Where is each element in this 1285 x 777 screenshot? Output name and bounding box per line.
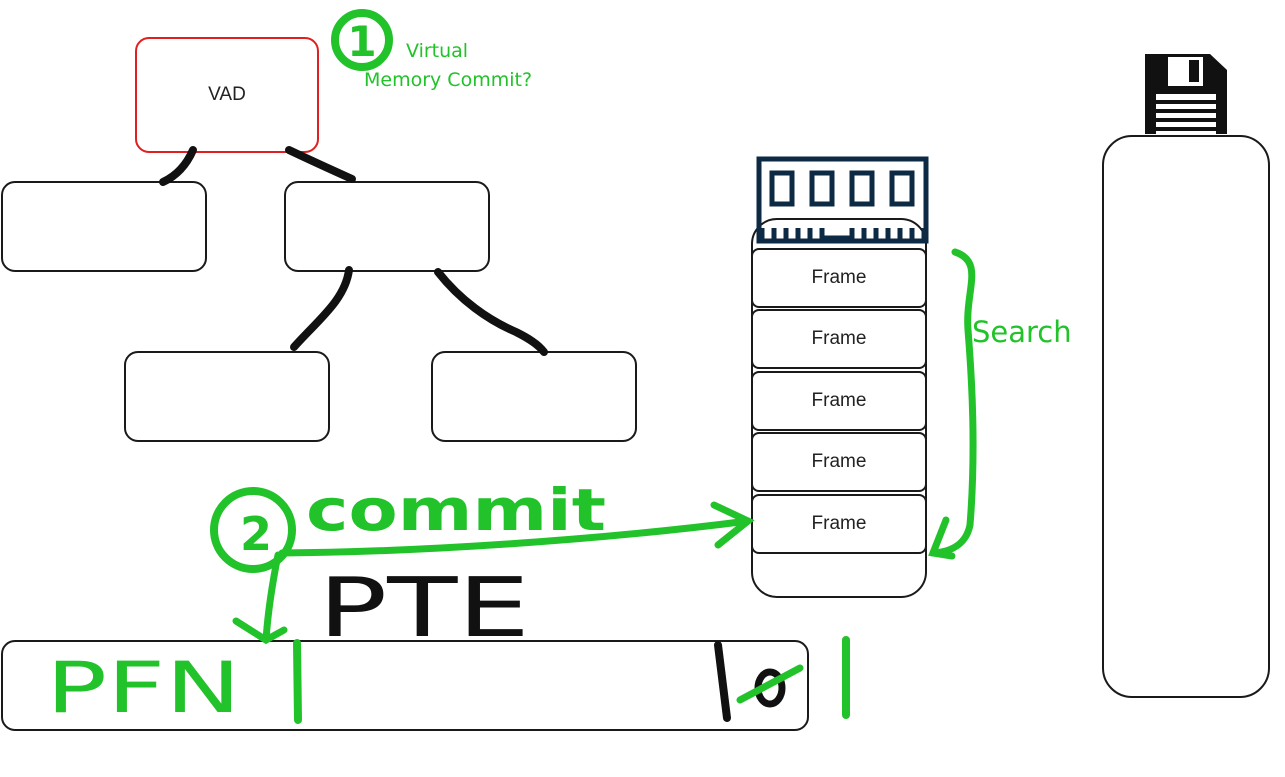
frame-label: Frame <box>811 513 867 534</box>
edge-root-left <box>159 146 197 186</box>
ram-frame: Frame <box>751 309 927 369</box>
commit-text: commit <box>306 476 606 544</box>
valid-bit-divider <box>714 641 731 722</box>
frame-label: Frame <box>811 267 867 288</box>
frame-label: Frame <box>811 451 867 472</box>
pte-entry-bar <box>1 640 809 731</box>
step1-text-line1: Virtual <box>406 40 468 62</box>
vad-grandchild-left-node <box>124 351 330 442</box>
search-arrow <box>928 248 977 560</box>
pfn-label: PFN <box>46 647 241 729</box>
edge-root-right <box>285 146 356 183</box>
disk-column <box>1102 135 1270 698</box>
step1-text-line2: Memory Commit? <box>364 69 532 91</box>
ram-frame: Frame <box>751 371 927 431</box>
ram-frame: Frame <box>751 248 927 308</box>
vad-label: VAD <box>208 84 246 105</box>
ram-frame: Frame <box>751 494 927 554</box>
vad-grandchild-right-node <box>431 351 637 442</box>
step1-circle <box>331 9 393 71</box>
search-label: Search <box>972 315 1072 349</box>
memory-module-icon <box>756 156 929 244</box>
ram-frame: Frame <box>751 432 927 492</box>
vad-root-node: VAD <box>135 37 319 153</box>
step1-number: 1 <box>347 17 376 66</box>
frame-label: Frame <box>811 390 867 411</box>
valid-bit-strike <box>736 664 804 704</box>
step2-number: 2 <box>240 507 272 561</box>
edge-child-grandchild-left <box>290 266 353 351</box>
frame-label: Frame <box>811 328 867 349</box>
floppy-disk-icon <box>1145 54 1227 134</box>
tree-edges <box>159 146 548 356</box>
step2-circle <box>210 487 296 573</box>
vad-child-left-node <box>1 181 207 272</box>
pte-label: PTE <box>318 561 530 656</box>
pfn-divider <box>293 639 302 724</box>
vad-child-right-node <box>284 181 490 272</box>
pfn-arrow <box>232 551 288 645</box>
edge-child-grandchild-right <box>434 268 548 356</box>
commit-arrow <box>278 501 755 557</box>
